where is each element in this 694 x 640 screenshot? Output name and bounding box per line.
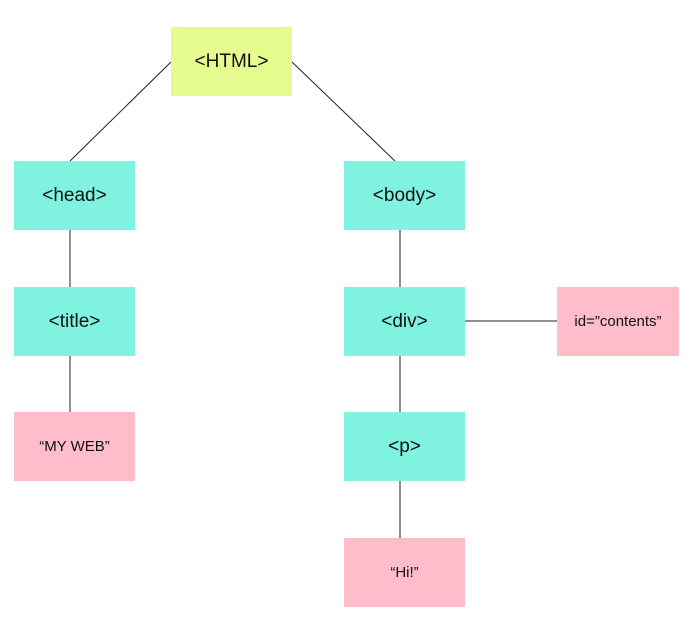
div-node-label: <div> xyxy=(381,310,428,332)
html-node-label: <HTML> xyxy=(194,50,269,72)
edge-html-body xyxy=(291,61,396,162)
head-node: <head> xyxy=(14,161,135,230)
title-node: <title> xyxy=(14,287,135,356)
title-text-node: “MY WEB” xyxy=(14,412,135,481)
head-node-label: <head> xyxy=(42,184,107,206)
div-attribute-node: id=”contents” xyxy=(557,287,679,356)
div-attribute-label: id=”contents” xyxy=(574,313,662,330)
edge-html-head xyxy=(69,61,172,162)
p-node-label: <p> xyxy=(388,435,421,457)
body-node-label: <body> xyxy=(372,184,437,206)
title-node-label: <title> xyxy=(48,310,101,332)
title-text-label: “MY WEB” xyxy=(39,438,110,455)
html-node: <HTML> xyxy=(171,27,292,96)
p-text-label: “Hi!” xyxy=(390,564,419,581)
p-node: <p> xyxy=(344,412,465,481)
div-node: <div> xyxy=(344,287,465,356)
p-text-node: “Hi!” xyxy=(344,538,465,607)
body-node: <body> xyxy=(344,161,465,230)
